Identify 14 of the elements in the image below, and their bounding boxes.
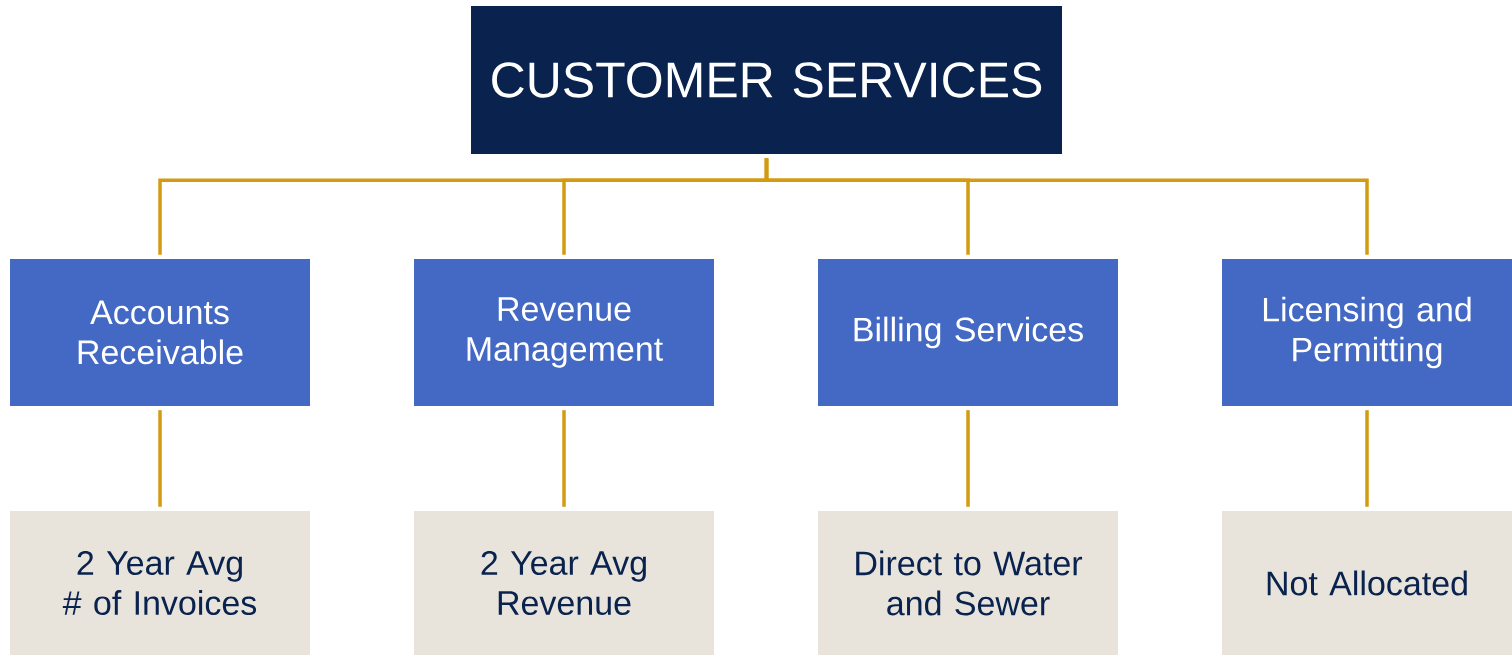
connector-line (562, 410, 566, 507)
allocation-box: Direct to Water and Sewer (818, 511, 1118, 655)
connector-line (966, 410, 970, 507)
allocation-box: 2 Year Avg # of Invoices (10, 511, 310, 655)
connector-line (764, 158, 1369, 255)
department-box: Licensing and Permitting (1222, 259, 1512, 406)
allocation-box: Not Allocated (1222, 511, 1512, 655)
connector-line (158, 410, 162, 507)
title-box: CUSTOMER SERVICES (471, 6, 1062, 154)
allocation-box: 2 Year Avg Revenue (414, 511, 714, 655)
department-box: Revenue Management (414, 259, 714, 406)
connector-line (1365, 410, 1369, 507)
department-box: Accounts Receivable (10, 259, 310, 406)
department-box: Billing Services (818, 259, 1118, 406)
